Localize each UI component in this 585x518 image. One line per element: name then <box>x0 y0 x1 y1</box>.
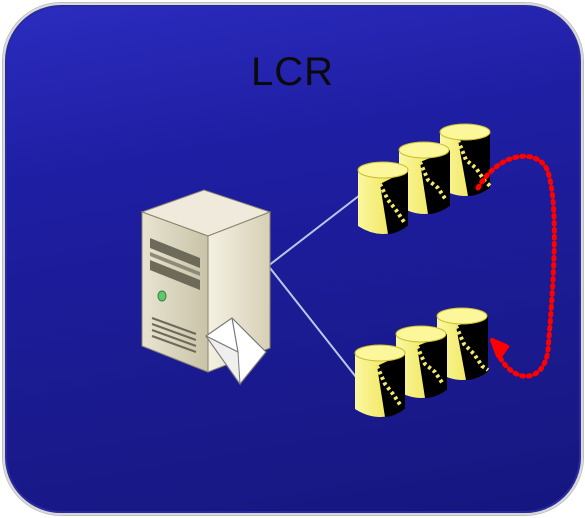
dotted-curved-arrow-icon <box>475 153 557 379</box>
envelope-icon <box>205 317 267 386</box>
connector-to-active-disks <box>267 194 361 267</box>
disk-passive-2 <box>395 325 447 398</box>
diagram-title: LCR <box>250 50 335 94</box>
database-disk-group-icon <box>354 307 490 417</box>
rounded-panel <box>3 3 583 515</box>
disk-passive-1 <box>354 344 406 417</box>
connector-to-passive-disks <box>269 267 357 378</box>
disk-passive-3 <box>436 307 490 380</box>
connector-lines <box>267 194 361 378</box>
disk-active-1 <box>357 161 409 234</box>
disk-active-2 <box>398 141 450 214</box>
database-disk-group-icon <box>357 123 492 234</box>
